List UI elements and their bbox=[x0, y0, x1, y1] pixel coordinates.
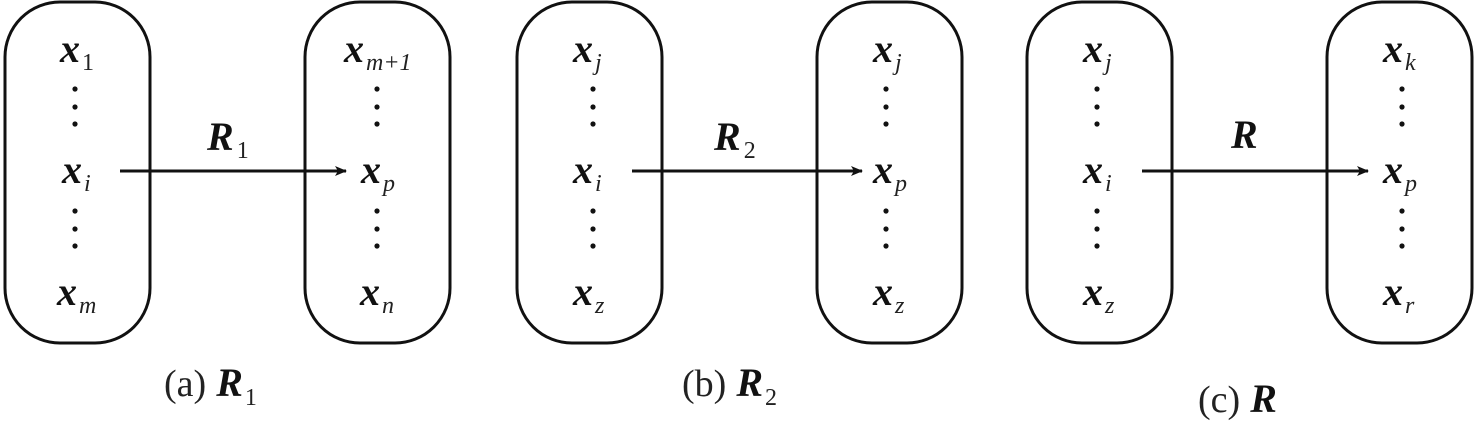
element-label: xz bbox=[572, 269, 605, 319]
vertical-ellipsis-icon bbox=[590, 86, 596, 127]
element-label: xi bbox=[1082, 147, 1112, 197]
element-label: xm bbox=[56, 269, 96, 319]
element-label: xz bbox=[1082, 269, 1115, 319]
element-label: xk bbox=[1382, 26, 1416, 76]
element-label: x1 bbox=[59, 26, 94, 76]
element-label: xi bbox=[572, 147, 602, 197]
element-label: xn bbox=[359, 269, 394, 319]
element-label: xr bbox=[1382, 269, 1415, 319]
vertical-ellipsis-icon bbox=[883, 208, 889, 249]
vertical-ellipsis-icon bbox=[374, 208, 380, 249]
panel-caption: (c)R bbox=[1198, 376, 1277, 421]
vertical-ellipsis-icon bbox=[590, 208, 596, 249]
vertical-ellipsis-icon bbox=[72, 86, 78, 127]
element-label: xj bbox=[1082, 26, 1112, 76]
vertical-ellipsis-icon bbox=[1399, 208, 1405, 249]
vertical-ellipsis-icon bbox=[1399, 86, 1405, 127]
element-label: xp bbox=[1382, 147, 1417, 197]
arrow-label: R bbox=[1230, 112, 1258, 157]
element-label: xp bbox=[360, 147, 395, 197]
vertical-ellipsis-icon bbox=[883, 86, 889, 127]
element-label: xz bbox=[872, 269, 905, 319]
element-label: xj bbox=[872, 26, 902, 76]
panel-caption: (b)R2 bbox=[682, 360, 777, 411]
element-label: xm+1 bbox=[343, 26, 412, 76]
vertical-ellipsis-icon bbox=[1094, 208, 1100, 249]
vertical-ellipsis-icon bbox=[374, 86, 380, 127]
vertical-ellipsis-icon bbox=[72, 208, 78, 249]
vertical-ellipsis-icon bbox=[1094, 86, 1100, 127]
panel-caption: (a)R1 bbox=[164, 360, 257, 411]
element-label: xi bbox=[61, 147, 91, 197]
element-label: xp bbox=[872, 147, 907, 197]
panel-c: xj xi xz xk xp xr R (c)R bbox=[1025, 0, 1474, 421]
element-label: xj bbox=[572, 26, 602, 76]
